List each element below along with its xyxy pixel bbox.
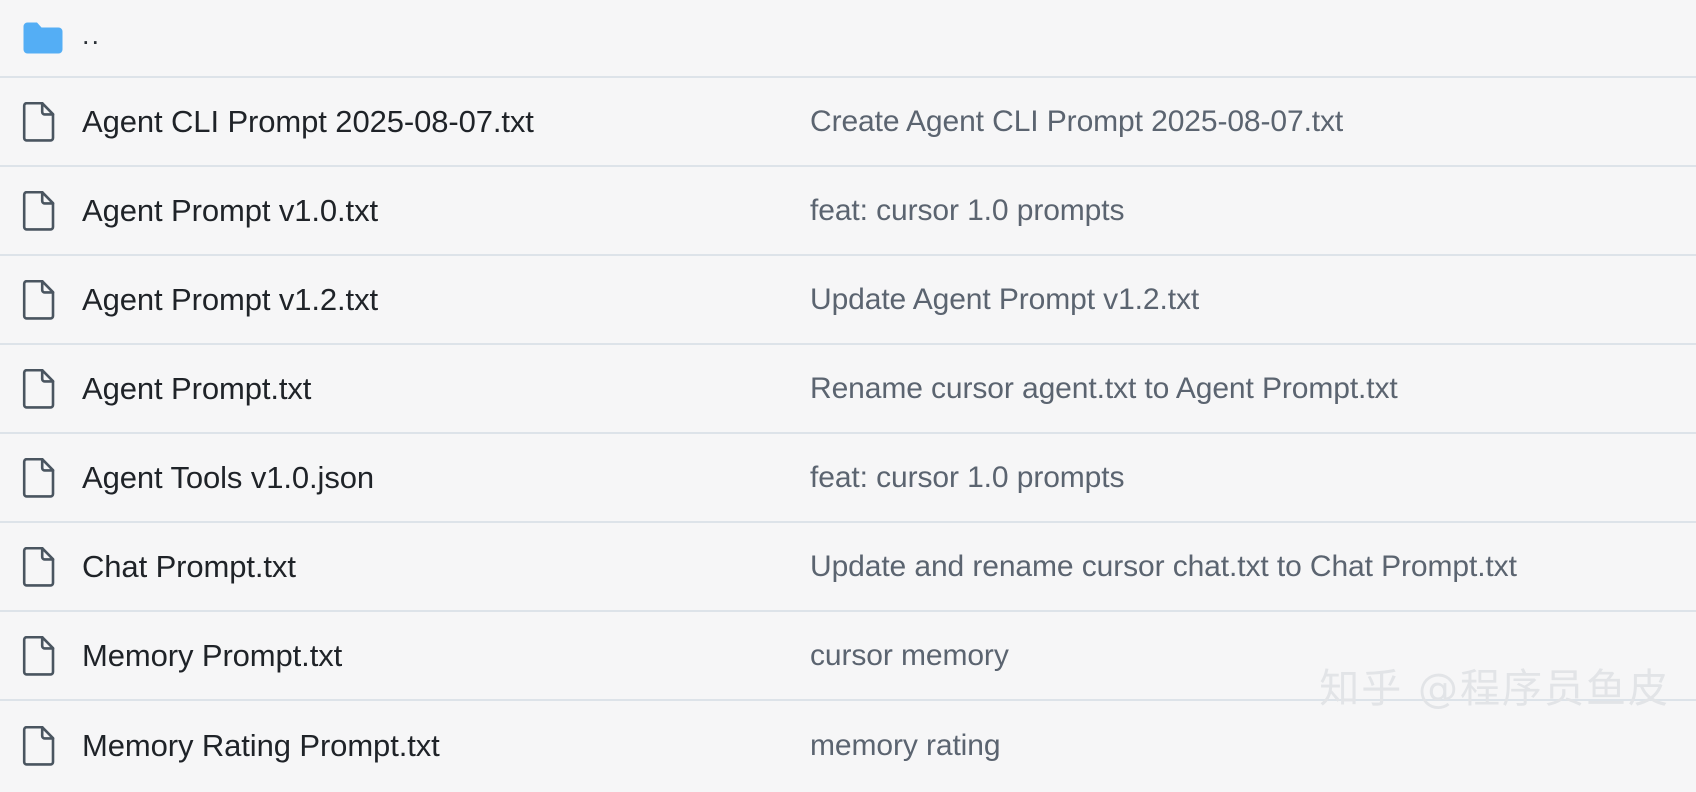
- table-row-0[interactable]: Agent CLI Prompt 2025-08-07.txt Create A…: [0, 78, 1696, 167]
- file-icon: [22, 635, 64, 676]
- file-icon: [22, 457, 64, 498]
- commit-message[interactable]: Rename cursor agent.txt to Agent Prompt.…: [810, 371, 1398, 405]
- table-row-7[interactable]: Memory Rating Prompt.txt memory rating: [0, 701, 1696, 790]
- table-row-6[interactable]: Memory Prompt.txt cursor memory: [0, 612, 1696, 701]
- commit-message[interactable]: feat: cursor 1.0 prompts: [810, 193, 1125, 227]
- commit-message[interactable]: Update Agent Prompt v1.2.txt: [810, 282, 1200, 316]
- commit-message[interactable]: Update and rename cursor chat.txt to Cha…: [810, 549, 1517, 583]
- table-row-3[interactable]: Agent Prompt.txt Rename cursor agent.txt…: [0, 345, 1696, 434]
- file-list: Agent CLI Prompt 2025-08-07.txt Create A…: [0, 78, 1696, 790]
- table-row-4[interactable]: Agent Tools v1.0.json feat: cursor 1.0 p…: [0, 434, 1696, 523]
- file-icon: [22, 725, 64, 766]
- file-name[interactable]: Agent Prompt v1.2.txt: [82, 281, 378, 317]
- file-name[interactable]: Memory Prompt.txt: [82, 637, 343, 673]
- folder-icon: [22, 21, 64, 55]
- table-row-1[interactable]: Agent Prompt v1.0.txt feat: cursor 1.0 p…: [0, 167, 1696, 256]
- file-name[interactable]: Chat Prompt.txt: [82, 548, 296, 584]
- file-icon: [22, 190, 64, 231]
- parent-directory-row[interactable]: ..: [0, 0, 1696, 78]
- file-name[interactable]: Agent Prompt.txt: [82, 370, 312, 406]
- file-icon: [22, 368, 64, 409]
- parent-directory-label: ..: [82, 19, 102, 50]
- commit-message[interactable]: memory rating: [810, 728, 1001, 762]
- commit-message[interactable]: feat: cursor 1.0 prompts: [810, 460, 1125, 494]
- table-row-2[interactable]: Agent Prompt v1.2.txt Update Agent Promp…: [0, 256, 1696, 345]
- file-name[interactable]: Agent Tools v1.0.json: [82, 459, 375, 495]
- file-name[interactable]: Memory Rating Prompt.txt: [82, 727, 440, 763]
- file-name[interactable]: Agent Prompt v1.0.txt: [82, 192, 378, 228]
- file-icon: [22, 101, 64, 142]
- file-icon: [22, 279, 64, 320]
- file-icon: [22, 546, 64, 587]
- commit-message[interactable]: cursor memory: [810, 638, 1009, 672]
- file-name[interactable]: Agent CLI Prompt 2025-08-07.txt: [82, 103, 534, 139]
- table-row-5[interactable]: Chat Prompt.txt Update and rename cursor…: [0, 523, 1696, 612]
- commit-message[interactable]: Create Agent CLI Prompt 2025-08-07.txt: [810, 104, 1344, 138]
